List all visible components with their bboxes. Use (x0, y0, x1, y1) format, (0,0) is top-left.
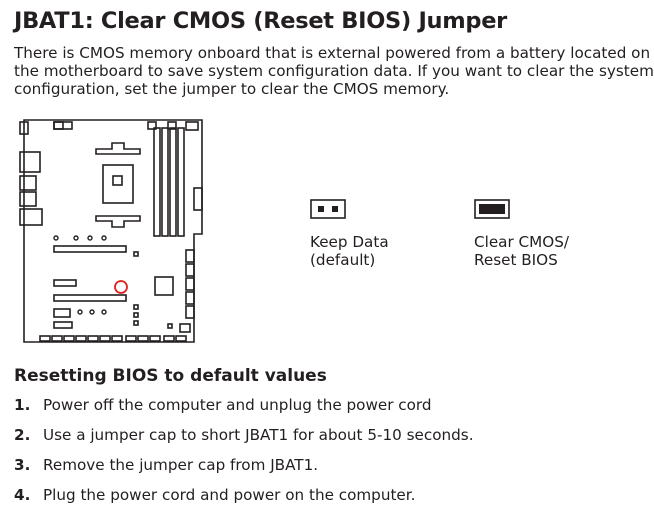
mount-hole (73, 235, 79, 241)
mount-hole (101, 309, 107, 315)
bottom-header (163, 335, 175, 342)
page-title: JBAT1: Clear CMOS (Reset BIOS) Jumper (14, 8, 507, 34)
bottom-header (87, 335, 99, 342)
step-text: Power off the computer and unplug the po… (43, 396, 432, 414)
connector (185, 305, 195, 319)
bottom-header (125, 335, 137, 342)
bottom-header (175, 335, 187, 342)
io-port (19, 175, 37, 191)
io-port (19, 121, 29, 135)
header-pin (133, 320, 139, 326)
intro-paragraph: There is CMOS memory onboard that is ext… (14, 44, 654, 98)
jumper-clear-line2: Reset BIOS (474, 251, 558, 269)
mount-hole (89, 309, 95, 315)
pcie-slot (53, 279, 77, 287)
jumper-keep-line1: Keep Data (310, 233, 389, 251)
procedure-title: Resetting BIOS to default values (14, 366, 327, 386)
step-text: Plug the power cord and power on the com… (43, 486, 416, 504)
bottom-header (51, 335, 63, 342)
io-port (185, 121, 199, 131)
connector (185, 249, 195, 263)
motherboard-diagram (19, 119, 203, 343)
jumper-keep-line2: (default) (310, 251, 376, 269)
step-number: 4. (14, 486, 31, 504)
dimm-slot (153, 127, 161, 237)
bottom-header (137, 335, 149, 342)
io-port (19, 208, 43, 226)
connector (185, 277, 195, 291)
bottom-header (39, 335, 51, 342)
connector (193, 187, 203, 211)
pcie-slot (53, 321, 73, 329)
intro-line: There is CMOS memory onboard that is ext… (14, 44, 651, 62)
header-pin (167, 323, 173, 329)
dimm-slot (177, 127, 185, 237)
cpu-socket-inner (112, 175, 123, 186)
mount-hole (101, 235, 107, 241)
step-item: 2. Use a jumper cap to short JBAT1 for a… (14, 426, 474, 456)
pcie-slot (53, 294, 127, 302)
dimm-slot (161, 127, 169, 237)
cpu-socket (102, 164, 134, 204)
mount-hole (53, 235, 59, 241)
step-item: 4. Plug the power cord and power on the … (14, 486, 474, 516)
step-item: 3. Remove the jumper cap from JBAT1. (14, 456, 474, 486)
step-text: Use a jumper cap to short JBAT1 for abou… (43, 426, 474, 444)
bottom-header (149, 335, 161, 342)
bottom-header (75, 335, 87, 342)
bottom-header (111, 335, 123, 342)
io-port (147, 121, 157, 130)
step-item: 1. Power off the computer and unplug the… (14, 396, 474, 426)
connector (179, 323, 191, 333)
io-port (19, 191, 37, 207)
connector (185, 263, 195, 277)
header-pin (133, 251, 139, 257)
header-block (53, 308, 71, 318)
bottom-header (99, 335, 111, 342)
mount-hole (87, 235, 93, 241)
header-pin (133, 304, 139, 310)
dimm-slot (169, 127, 177, 237)
step-text: Remove the jumper cap from JBAT1. (43, 456, 319, 474)
pcie-slot (53, 245, 127, 253)
io-port (167, 121, 177, 130)
connector (185, 291, 195, 305)
board-outline (23, 119, 203, 343)
jbat1-location-marker (114, 280, 128, 294)
jumper-keep-data-label: Keep Data (default) (310, 233, 389, 269)
mount-hole (77, 309, 83, 315)
procedure-steps: 1. Power off the computer and unplug the… (14, 396, 474, 516)
cpu-cooler-bracket (95, 215, 141, 228)
jumper-clear-cmos-icon (474, 199, 510, 223)
step-number: 1. (14, 396, 31, 414)
io-port (19, 151, 41, 173)
jumper-keep-data-icon (310, 199, 346, 223)
jumper-clear-cmos-label: Clear CMOS/ Reset BIOS (474, 233, 569, 269)
io-port (53, 121, 64, 130)
step-number: 3. (14, 456, 31, 474)
intro-line: the motherboard to save system configura… (14, 62, 654, 80)
jumper-clear-line1: Clear CMOS/ (474, 233, 569, 251)
intro-line: configuration, set the jumper to clear t… (14, 80, 450, 98)
cpu-cooler-bracket (95, 142, 141, 155)
header-pin (133, 312, 139, 318)
chipset (154, 276, 174, 296)
bottom-header (63, 335, 75, 342)
step-number: 2. (14, 426, 31, 444)
